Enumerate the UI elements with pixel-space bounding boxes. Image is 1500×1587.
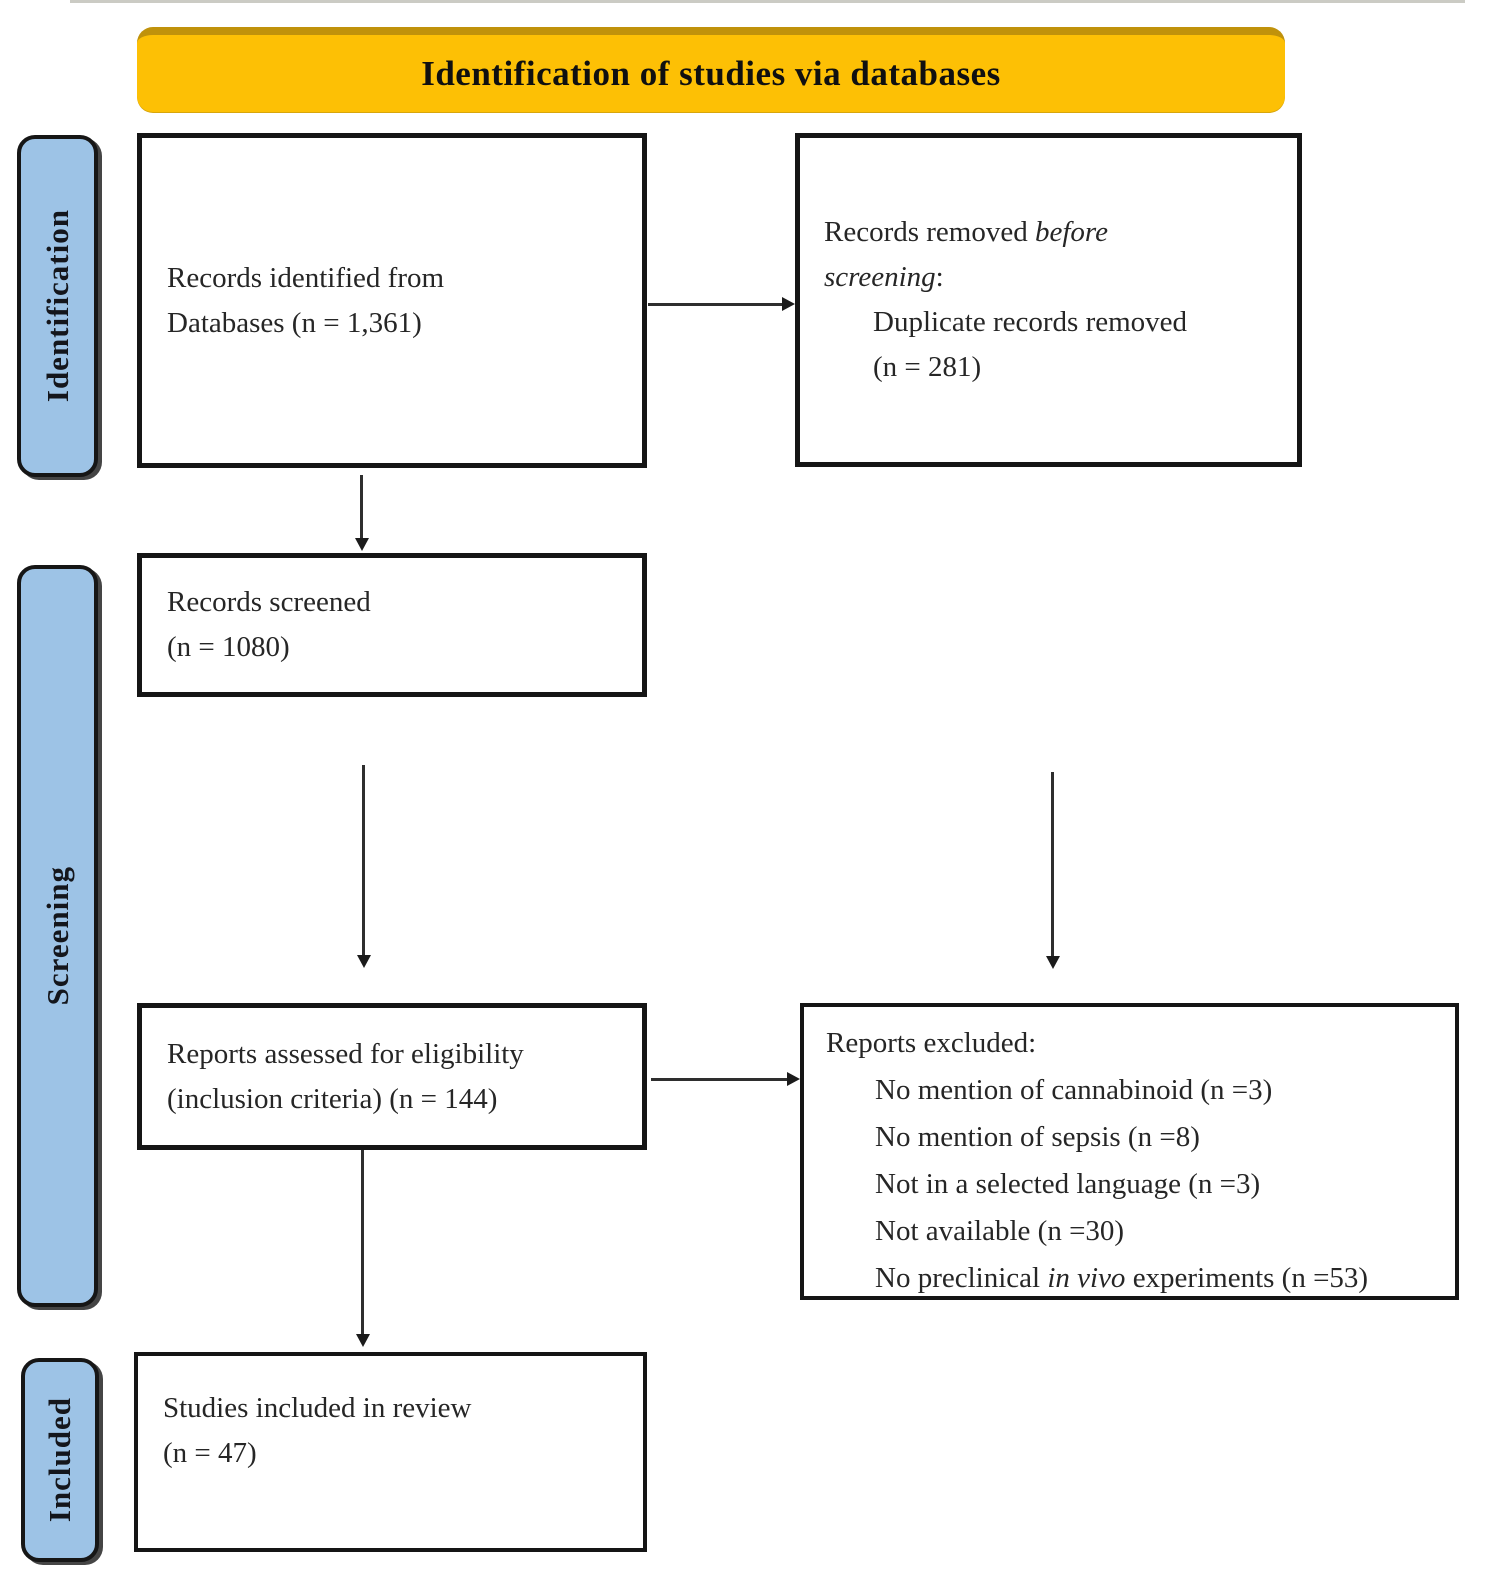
records-removed-line2: screening: xyxy=(824,261,944,293)
records-identified-line1: Records identified from xyxy=(167,261,445,294)
excluded-item: Not available (n =30) xyxy=(875,1215,1125,1247)
arrow-line xyxy=(361,1150,364,1334)
arrow-line xyxy=(648,303,785,306)
records-removed-line1: Records removed before xyxy=(824,216,1109,248)
arrow-head xyxy=(355,538,369,551)
duplicate-records-count: (n = 281) xyxy=(873,351,982,383)
box-records-identified: Records identified from Databases (n = 1… xyxy=(137,133,647,468)
excluded-item: No mention of sepsis (n =8) xyxy=(875,1121,1200,1153)
duplicate-records-line: Duplicate records removed xyxy=(873,306,1188,338)
excluded-item-last: No preclinical in vivo experiments (n =5… xyxy=(875,1262,1369,1294)
arrow-line xyxy=(362,765,365,955)
title-banner: Identification of studies via databases xyxy=(137,27,1285,112)
records-screened-line1: Records screened xyxy=(167,586,371,618)
diagram-title: Identification of studies via databases xyxy=(421,53,1001,93)
box-records-screened: Records screened (n = 1080) xyxy=(137,553,647,697)
arrow-head xyxy=(782,297,795,311)
reports-assessed-line1: Reports assessed for eligibility xyxy=(167,1037,524,1070)
arrow-line xyxy=(651,1078,787,1081)
studies-included-line2: (n = 47) xyxy=(163,1437,257,1469)
arrow-head xyxy=(1046,956,1060,969)
stage-bar-identification: Identification xyxy=(17,135,98,477)
box-reports-assessed: Reports assessed for eligibility (inclus… xyxy=(137,1003,647,1150)
excluded-item: No mention of cannabinoid (n =3) xyxy=(875,1074,1273,1106)
box-studies-included: Studies included in review (n = 47) xyxy=(134,1352,647,1552)
stage-label-screening: Screening xyxy=(39,866,75,1006)
excluded-item: Not in a selected language (n =3) xyxy=(875,1168,1261,1200)
studies-included-line1: Studies included in review xyxy=(163,1392,472,1424)
arrow-line xyxy=(1051,772,1054,956)
records-identified-line2: Databases (n = 1,361) xyxy=(167,306,422,339)
arrow-line xyxy=(360,475,363,538)
stage-label-identification: Identification xyxy=(39,209,75,403)
stage-bar-included: Included xyxy=(21,1358,99,1562)
box-records-removed: Records removed before screening: Duplic… xyxy=(795,133,1302,467)
reports-excluded-title: Reports excluded: xyxy=(826,1027,1037,1059)
box-reports-excluded: Reports excluded: No mention of cannabin… xyxy=(800,1003,1459,1300)
reports-assessed-line2: (inclusion criteria) (n = 144) xyxy=(167,1082,498,1115)
stage-label-included: Included xyxy=(42,1397,77,1523)
arrow-head xyxy=(356,1334,370,1347)
top-edge-artifact xyxy=(70,0,1465,3)
records-screened-line2: (n = 1080) xyxy=(167,631,290,663)
arrow-head xyxy=(787,1072,800,1086)
arrow-head xyxy=(357,955,371,968)
stage-bar-screening: Screening xyxy=(17,565,98,1307)
